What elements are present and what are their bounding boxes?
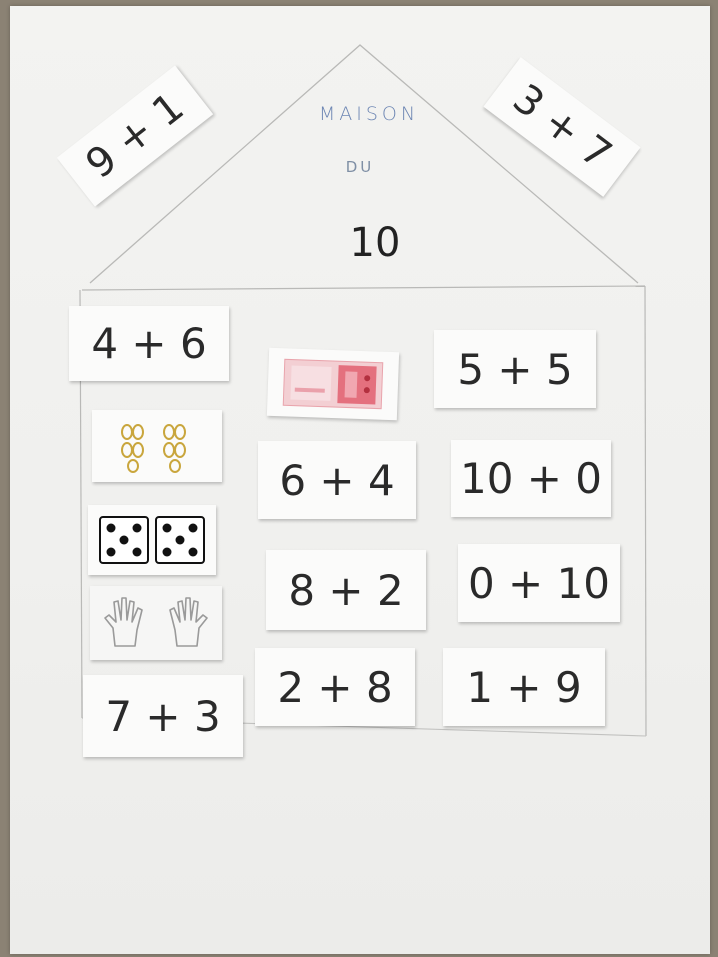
ten-fingers-dots-icon — [107, 418, 207, 474]
sum-card-label: 6 + 4 — [279, 456, 394, 505]
sum-card-label: 1 + 9 — [466, 663, 581, 712]
sum-card-label: 8 + 2 — [288, 566, 403, 615]
sum-card: 0 + 10 — [458, 544, 620, 622]
banknote-card — [267, 348, 399, 420]
sum-card-label: 4 + 6 — [91, 319, 206, 368]
house-title-du: DU — [320, 158, 400, 176]
sum-card-label: 0 + 10 — [468, 559, 610, 608]
sum-card-label: 5 + 5 — [457, 345, 572, 394]
house-title-maison: MAISON — [294, 103, 444, 125]
two-hands-icon — [101, 594, 211, 652]
house-number: 10 — [325, 220, 425, 266]
sum-card: 7 + 3 — [83, 675, 243, 757]
sum-card: 2 + 8 — [255, 648, 415, 726]
sum-card: 4 + 6 — [69, 306, 229, 381]
hands-card — [90, 586, 222, 660]
dice-card — [88, 505, 216, 575]
sum-card: 5 + 5 — [434, 330, 596, 408]
house-roof-base — [82, 286, 645, 290]
house-wall-right — [645, 286, 646, 736]
sum-card-label: 2 + 8 — [277, 663, 392, 712]
two-dice-five-icon — [97, 514, 207, 566]
sum-card: 10 + 0 — [451, 440, 611, 517]
sum-card: 6 + 4 — [258, 441, 416, 519]
sum-card-label: 7 + 3 — [105, 692, 220, 741]
ten-euro-banknote-icon — [282, 357, 384, 410]
fingers-card — [92, 410, 222, 482]
sum-card: 8 + 2 — [266, 550, 426, 630]
sum-card: 1 + 9 — [443, 648, 605, 726]
sum-card-label: 10 + 0 — [460, 454, 602, 503]
